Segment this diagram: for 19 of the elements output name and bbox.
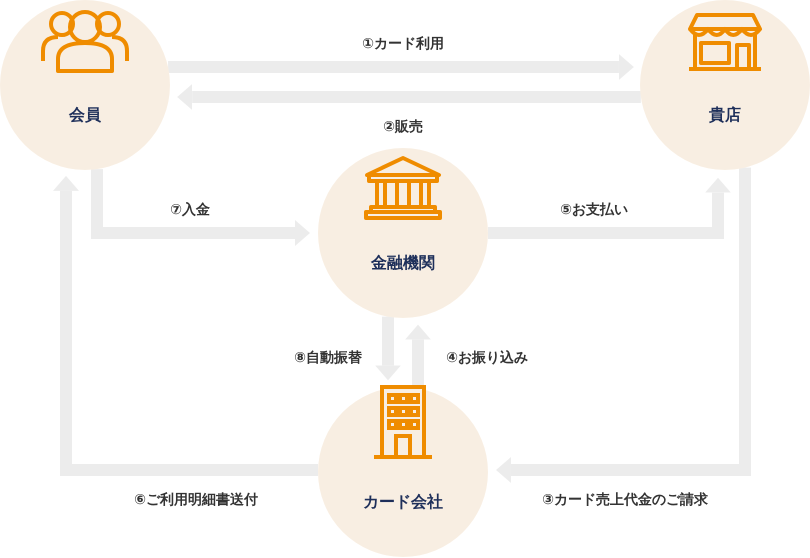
edge-label: ②販売 [381,118,425,136]
arrow [375,316,401,380]
edge-label: ③カード売上代金のご請求 [540,491,710,509]
edge-label: ⑦入金 [168,201,212,219]
arrow [91,169,310,246]
arrow [488,178,731,239]
arrow [177,84,641,110]
arrow [168,54,634,80]
node-label: カード会社 [362,492,444,513]
edge-label: ⑧自動振替 [292,349,364,367]
node-label: 金融機関 [370,253,436,274]
node-label: 会員 [68,105,102,126]
edge-label: ⑥ご利用明細書送付 [132,491,260,509]
arrow [53,176,318,476]
node-label: 貴店 [708,105,742,126]
edge-label: ⑤お支払い [558,201,630,219]
edge-label: ④お振り込み [444,349,530,367]
arrow [496,168,751,483]
edge-label: ①カード利用 [360,35,446,53]
